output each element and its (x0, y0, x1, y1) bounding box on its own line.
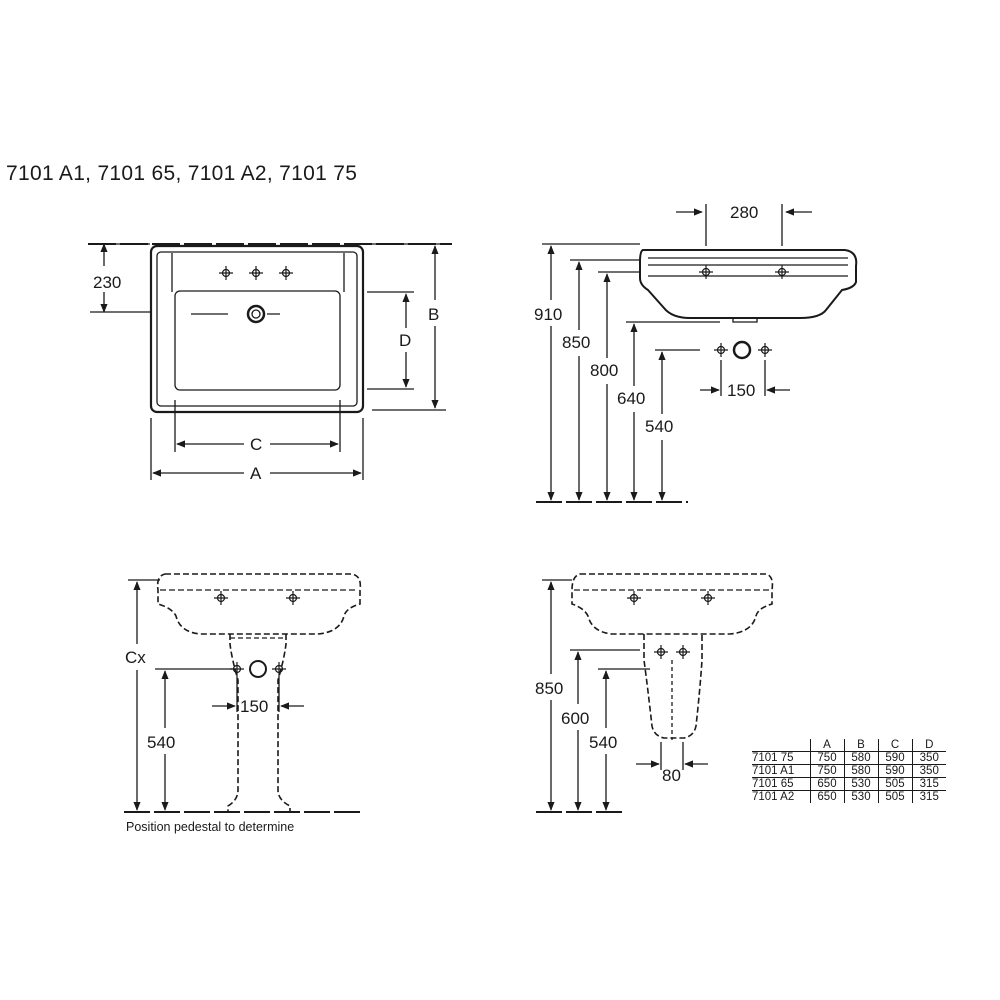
table-row: 7101 A1 750 580 590 350 (752, 764, 946, 778)
table-cell: 315 (911, 790, 946, 803)
table-cell: 7101 A2 (752, 790, 810, 803)
label-540-pedestal: 540 (589, 733, 617, 752)
table-cell: 505 (877, 790, 912, 803)
label-D: D (399, 331, 411, 350)
label-B: B (428, 305, 439, 324)
table-row: 7101 75 750 580 590 350 (752, 751, 946, 765)
table-cell: 7101 65 (752, 777, 810, 791)
label-150-side: 150 (727, 381, 755, 400)
label-800: 800 (590, 361, 618, 380)
table-header-row: A B C D (752, 739, 946, 752)
table-cell: 750 (809, 764, 844, 778)
label-640: 640 (617, 389, 645, 408)
table-cell: 350 (911, 751, 946, 765)
pedestal-side-dashed (643, 634, 703, 739)
basin-bowl (174, 290, 341, 391)
header-cell: A (809, 739, 844, 752)
label-Cx: Cx (125, 648, 146, 667)
table-cell: 530 (843, 777, 878, 791)
table-cell: 505 (877, 777, 912, 791)
table-cell: 315 (911, 777, 946, 791)
dimension-table: A B C D 7101 75 750 580 590 350 7101 A1 … (752, 739, 946, 803)
top-view-plan (88, 243, 452, 480)
header-cell: C (877, 739, 912, 752)
label-230: 230 (93, 273, 121, 292)
table-row: 7101 A2 650 530 505 315 (752, 790, 946, 803)
table-cell: 590 (877, 764, 912, 778)
table-cell: 350 (911, 764, 946, 778)
basin-outline (149, 244, 365, 414)
label-540-side: 540 (645, 417, 673, 436)
header-cell: D (911, 739, 946, 752)
table-cell: 650 (809, 777, 844, 791)
drawing-title: 7101 A1, 7101 65, 7101 A2, 7101 75 (6, 162, 358, 185)
table-cell: 650 (809, 790, 844, 803)
side-view-pedestal (536, 573, 774, 813)
label-80: 80 (662, 766, 681, 785)
table-cell: 530 (843, 790, 878, 803)
table-cell: 590 (877, 751, 912, 765)
basin-front-dashed (156, 573, 362, 635)
header-cell: B (843, 739, 878, 752)
basin-side-profile (639, 249, 858, 319)
label-850: 850 (562, 333, 590, 352)
label-C: C (250, 435, 262, 454)
basin-side-dashed (571, 573, 774, 635)
label-540-front: 540 (147, 733, 175, 752)
header-cell (752, 739, 810, 752)
label-600: 600 (561, 709, 589, 728)
table-cell: 580 (843, 764, 878, 778)
table-cell: 7101 A1 (752, 764, 810, 778)
label-910: 910 (534, 305, 562, 324)
pedestal-note: Position pedestal to determine (126, 820, 295, 834)
label-150-front: 150 (240, 697, 268, 716)
front-view-pedestal (124, 573, 362, 813)
table-cell: 750 (809, 751, 844, 765)
label-280: 280 (730, 203, 758, 222)
label-A: A (250, 464, 262, 483)
label-850-pedestal: 850 (535, 679, 563, 698)
table-row: 7101 65 650 530 505 315 (752, 777, 946, 791)
table-cell: 580 (843, 751, 878, 765)
pedestal-dashed (227, 634, 291, 812)
side-view-wall-hung (536, 204, 858, 503)
table-cell: 7101 75 (752, 751, 810, 765)
